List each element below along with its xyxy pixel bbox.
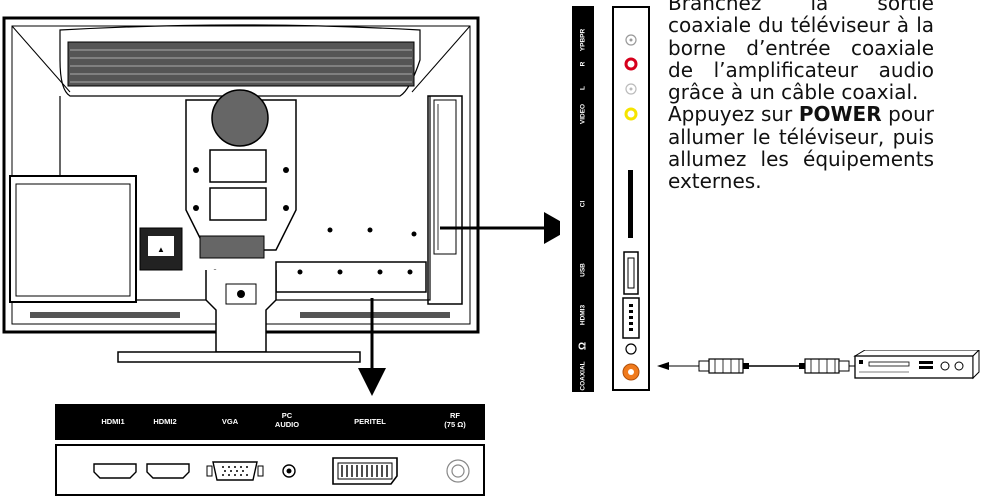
label-coaxial: COAXIAL — [579, 361, 587, 391]
instruction-line-top: Branchez la sortie — [668, 0, 934, 15]
side-panel-labels: YPBPR R L VIDEO CI USB HDMI3 Ω COAXIAL — [572, 6, 594, 392]
label-hdmi1: HDMI1 — [101, 417, 125, 426]
label-peritel: PERITEL — [354, 417, 386, 426]
pc-audio-port-icon — [282, 464, 296, 478]
speaker-grille — [211, 89, 269, 147]
coax-cable-illustration — [657, 350, 980, 380]
bottom-panel-labels: HDMI1 HDMI2 VGA PC AUDIO PERITEL RF (75 … — [55, 404, 485, 440]
arrow-right-icon — [544, 212, 560, 244]
hdmi1-port-icon — [93, 463, 137, 479]
label-video: VIDEO — [579, 103, 587, 125]
label-ypbpr: YPBPR — [579, 28, 587, 52]
vga-port-icon — [206, 461, 264, 481]
label-l: L — [579, 86, 587, 90]
arrow-left-icon — [657, 362, 669, 370]
bottom-panel-ports — [55, 444, 485, 496]
label-ci: CI — [579, 200, 587, 208]
headphone-icon: Ω — [577, 341, 589, 351]
svg-text:▲: ▲ — [157, 245, 165, 254]
video-port-icon — [624, 107, 638, 121]
rf-port-icon — [446, 459, 470, 483]
headphone-port-icon — [625, 343, 637, 355]
vent-grille-top — [67, 41, 415, 87]
instruction-paragraph-1: coaxiale du téléviseur à la borne d’entr… — [668, 13, 934, 105]
side-panel-ports — [612, 6, 650, 391]
audio-r-port-icon — [624, 57, 638, 71]
hdmi2-port-icon — [146, 463, 190, 479]
label-hdmi2: HDMI2 — [153, 417, 177, 426]
label-vga: VGA — [221, 417, 239, 426]
arrow-down-icon — [358, 368, 386, 396]
label-hdmi3: HDMI3 — [579, 304, 587, 326]
peritel-port-icon — [332, 457, 398, 485]
amplifier-icon — [853, 350, 980, 380]
label-rf: RF (75 Ω) — [444, 411, 466, 429]
power-keyword: POWER — [798, 102, 882, 127]
label-usb: USB — [579, 263, 587, 277]
label-pc-audio: PC AUDIO — [274, 411, 300, 429]
instruction-text: Branchez la sortie coaxiale du téléviseu… — [668, 0, 934, 193]
ci-slot-icon — [628, 170, 633, 238]
tv-rear-illustration: ▲ — [2, 16, 560, 396]
label-r: R — [579, 61, 587, 67]
instruction-paragraph-2: Appuyez sur POWER pour allumer le télévi… — [668, 102, 935, 194]
